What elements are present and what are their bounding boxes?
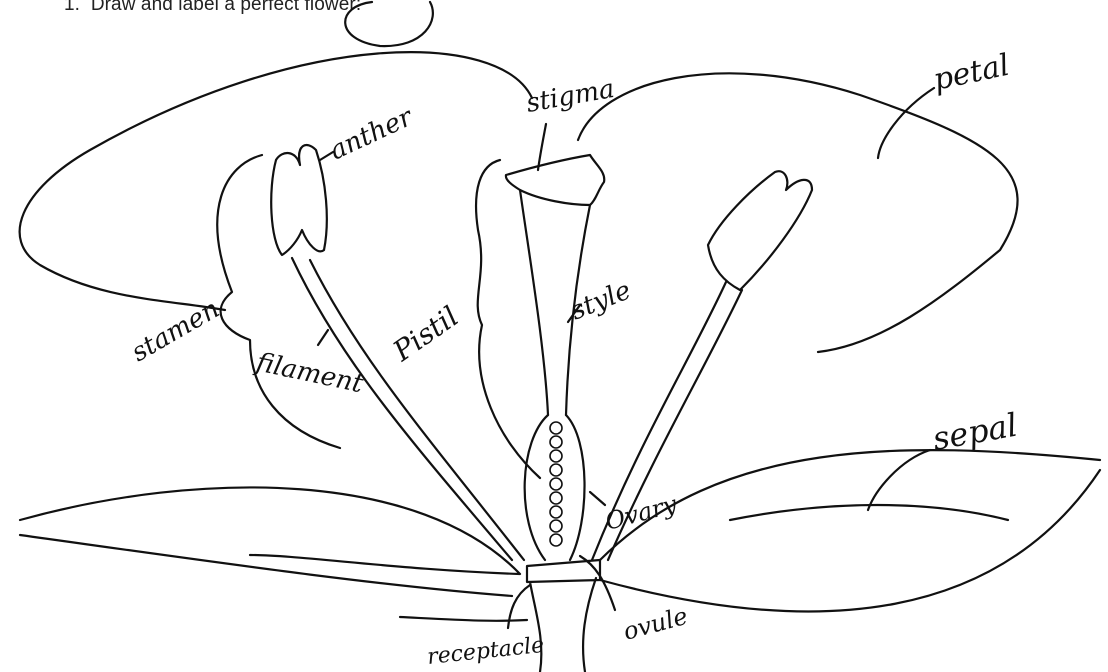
label-receptacle: receptacle	[426, 633, 545, 670]
leader-petal	[878, 88, 934, 158]
label-stamen: stamen	[127, 294, 225, 368]
right-sepal	[600, 450, 1100, 611]
label-anther: anther	[325, 102, 418, 167]
leader-filament	[318, 330, 328, 345]
label-stigma: stigma	[524, 74, 617, 119]
left-petal	[20, 52, 532, 310]
leader-stigma	[538, 124, 546, 170]
leader-sepal	[868, 450, 930, 510]
label-ovule: ovule	[620, 602, 690, 646]
label-filament: filament	[252, 347, 367, 399]
left-anther	[271, 145, 327, 255]
label-sepal: sepal	[930, 406, 1020, 458]
receptacle-base-line	[400, 617, 527, 621]
right-petal	[578, 73, 1018, 352]
ovules	[550, 422, 562, 546]
label-petal: petal	[930, 48, 1012, 98]
label-pistil: Pistil	[386, 300, 464, 369]
right-anther	[708, 171, 812, 290]
label-ovary: Ovary	[602, 490, 680, 536]
pistil-bracket	[476, 160, 540, 478]
left-sepal	[20, 487, 520, 596]
left-filament	[292, 258, 524, 560]
perfect-circle	[345, 2, 433, 46]
stamen-bracket	[217, 155, 340, 448]
leader-ovary	[590, 492, 605, 505]
